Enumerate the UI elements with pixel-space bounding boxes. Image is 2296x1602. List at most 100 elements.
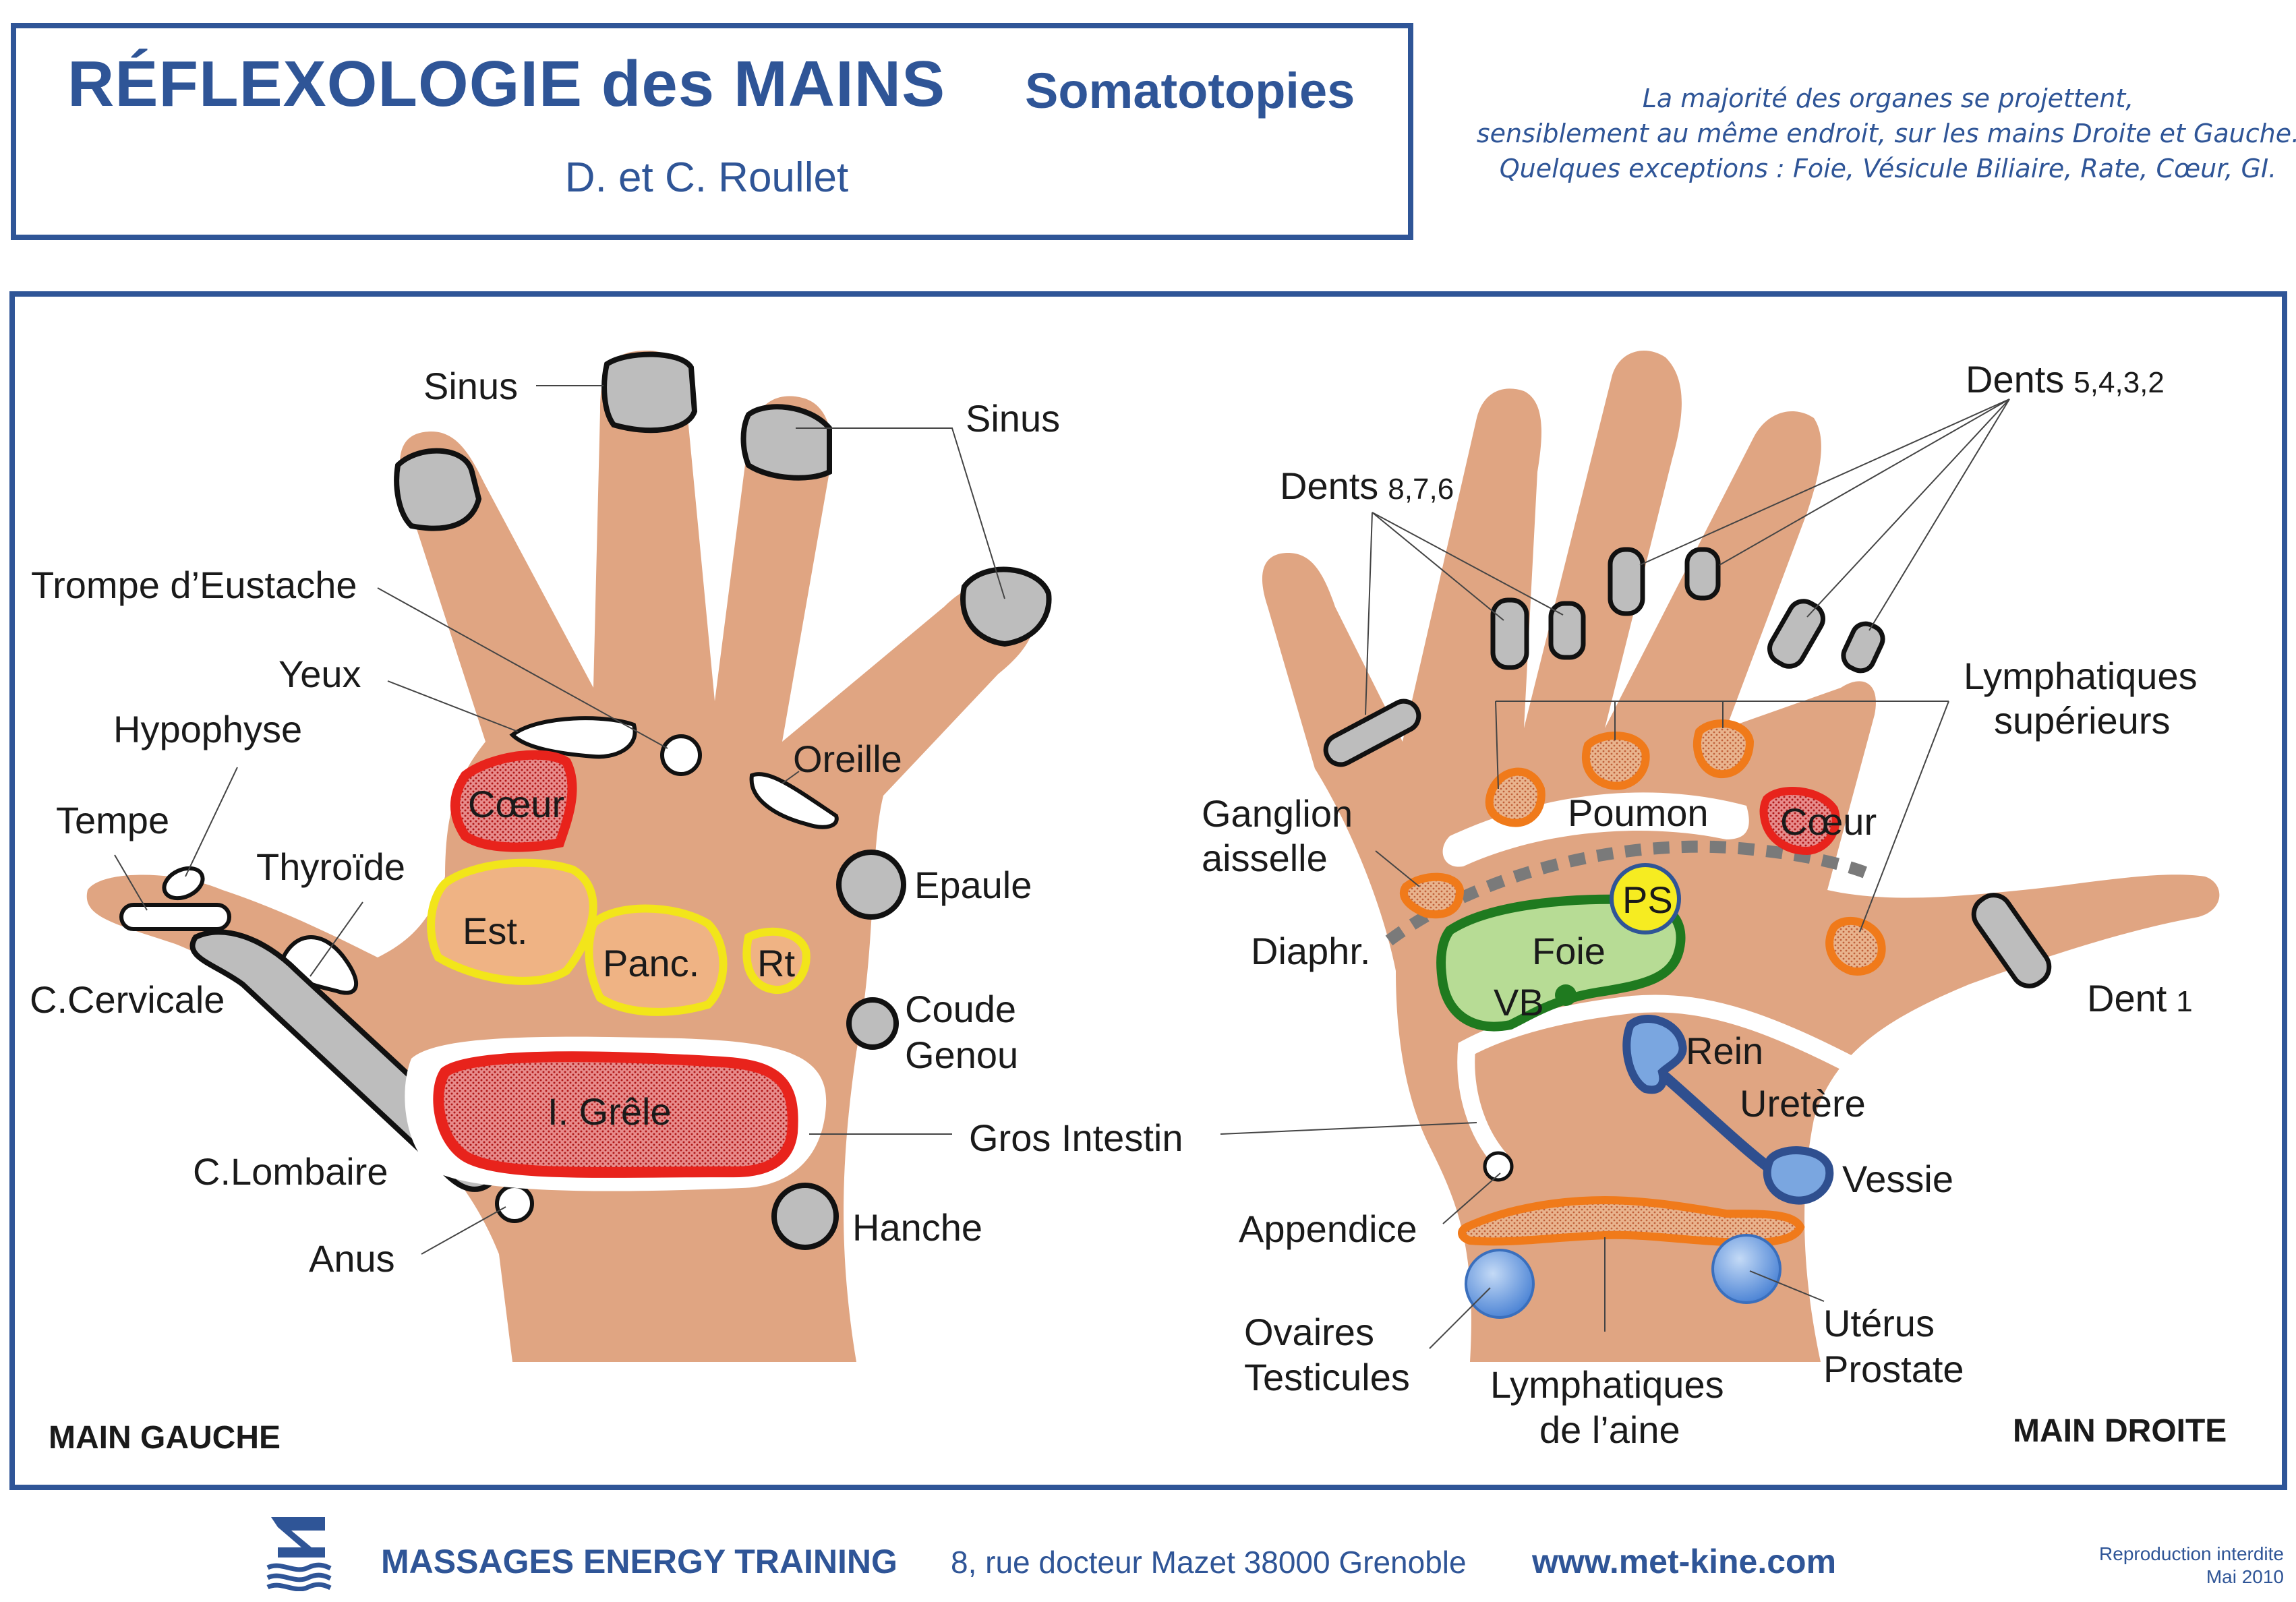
label-hanche: Hanche [852,1206,982,1249]
coeur-zone-right [1759,787,1840,856]
dent-7-zone [1490,597,1529,670]
dent-5-zone [1608,547,1645,616]
label-oreille: Oreille [793,738,902,780]
yeux-zone [509,716,637,759]
label-tempe: Tempe [56,799,169,841]
dent-6-zone [1548,601,1586,660]
left-leader-lines [114,385,1005,1255]
label-lymph-sup-2: supérieurs [1994,699,2170,742]
label-sinus-2: Sinus [966,397,1060,440]
anus-zone [495,1184,534,1223]
estomac-zone [427,858,597,985]
label-diaphragme: Diaphr. [1251,930,1370,972]
dent-8-zone [1323,699,1421,767]
gros-intestin-arc-right [1457,995,1920,1166]
dent-3-zone [1767,599,1825,669]
ganglion-zone [1399,872,1465,919]
label-estomac: Est. [463,910,527,952]
label-prostate: Prostate [1823,1348,1964,1390]
coude-genou-zone [846,997,899,1050]
uterus-zone [1711,1234,1782,1304]
dent-2-zone [1841,621,1885,674]
label-dent-1-num: 1 [2176,985,2192,1018]
rate-zone [742,927,811,995]
header-note: La majorité des organes se projettent, s… [1450,81,2296,186]
dent-1-zone [1971,893,2052,988]
label-ovaires: Ovaires [1244,1311,1374,1353]
label-coude: Coude [905,988,1016,1030]
note-line: sensiblement au même endroit, sur les ma… [1476,119,2296,148]
company-logo-icon [266,1517,332,1591]
footer-address: 8, rue docteur Mazet 38000 Grenoble [951,1545,1467,1580]
label-ps: PS [1622,879,1673,921]
sinus-majeur-zone [740,404,832,481]
label-foie: Foie [1532,930,1606,972]
hypophyse-zone [162,866,205,901]
appendice-zone [1483,1151,1514,1182]
authors: D. et C. Roullet [564,154,849,201]
lymph-zone-4 [1825,917,1886,976]
label-vessie: Vessie [1842,1158,1953,1200]
label-dent-1-word: Dent [2087,977,2167,1019]
page-title: RÉFLEXOLOGIE des MAINS [67,48,946,120]
label-intestin-grele: I. Grêle [548,1090,672,1133]
label-yeux: Yeux [278,653,361,695]
caption-main-droite: MAIN DROITE [2013,1413,2227,1449]
right-grey-zones [1323,547,2052,988]
label-rate: Rt [757,942,795,984]
vb-zone [1555,984,1577,1006]
right-leader-lines [1220,398,2010,1349]
label-lombaire: C.Lombaire [193,1150,388,1193]
footer-company: MASSAGES ENERGY TRAINING [381,1543,897,1580]
ovaire-zone [1465,1249,1535,1319]
label-coeur-left: Cœur [468,783,564,825]
lymph-zones [1399,719,1886,1247]
diagram-frame [9,291,2287,1490]
label-gros-intestin: Gros Intestin [969,1117,1183,1159]
label-genou: Genou [905,1034,1018,1076]
label-dent-1: Dent 1 [2087,977,2193,1019]
date-line: Mai 2010 [2206,1566,2284,1587]
label-dents-a-num: 5,4,3,2 [2073,366,2165,399]
label-dents-b-num: 8,7,6 [1388,473,1454,506]
page-subtitle: Somatotopies [1025,63,1355,119]
left-hand [86,351,1052,1362]
rein-zone [1622,1015,1687,1094]
label-lymph-aine-2: de l’aine [1539,1408,1680,1451]
lymph-zone-2 [1581,732,1650,790]
dent-4-zone [1684,547,1721,601]
label-thyroide: Thyroïde [256,846,405,888]
label-uterus: Utérus [1823,1302,1935,1344]
sinus-auriculaire-zone [960,566,1052,647]
uretere-line [1649,1062,1779,1178]
tempe-zone [119,903,231,931]
label-ganglion-2: aisselle [1202,837,1328,879]
footer-rights: Reproduction interdite Mai 2010 [2099,1543,2284,1589]
header-frame [11,23,1413,240]
label-lymph-aine-1: Lymphatiques [1490,1363,1724,1406]
note-line: Quelques exceptions : Foie, Vésicule Bil… [1499,154,2277,183]
epaule-zone [836,850,906,920]
foie-zone [1436,894,1686,1032]
label-ganglion-1: Ganglion [1202,792,1353,835]
label-uretere: Uretère [1740,1082,1866,1125]
hanche-zone [771,1183,839,1250]
oreille-zone [749,772,839,829]
label-trompe: Trompe d’Eustache [31,564,357,606]
ps-zone [1610,863,1681,934]
sinus-pouce-zone [394,448,482,531]
label-dents-a: Dents 5,4,3,2 [1966,358,2165,400]
footer-website-link[interactable]: www.met-kine.com [1532,1543,1837,1580]
label-vb: VB [1494,981,1544,1023]
lymph-zone-1 [1485,767,1546,827]
right-hand [1262,351,2220,1362]
label-lymph-sup-1: Lymphatiques [1964,655,2198,697]
note-line: La majorité des organes se projettent, [1642,84,2134,113]
intestin-grele-zone [433,1051,798,1178]
label-pancreas: Panc. [603,942,699,984]
label-anus: Anus [309,1237,395,1280]
label-dents-a-word: Dents [1966,358,2064,400]
